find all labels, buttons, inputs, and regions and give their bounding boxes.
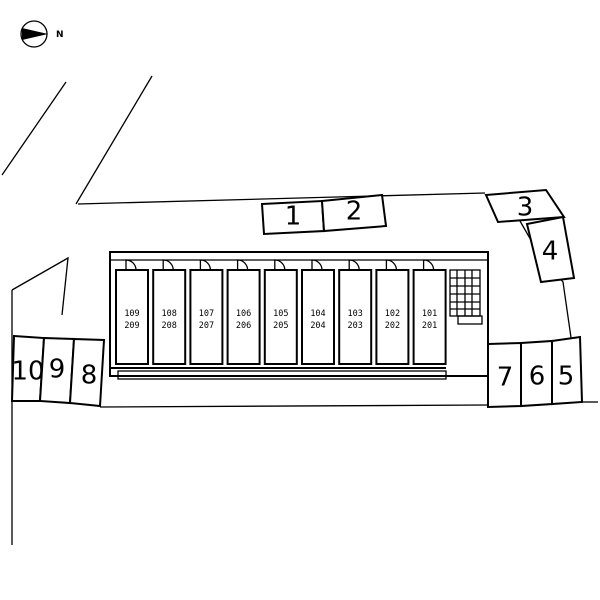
door-icon (422, 259, 435, 271)
svg-text:7: 7 (497, 363, 514, 393)
door-icon (162, 259, 174, 271)
site-boundary (77, 192, 486, 205)
door-icon (125, 259, 137, 271)
unit-number-upper: 207 (199, 321, 214, 331)
svg-text:8: 8 (81, 361, 98, 391)
parking-space-6: 6 (520, 339, 553, 408)
parking-space-8: 8 (68, 337, 106, 408)
door-icon (236, 259, 249, 271)
svg-text:4: 4 (542, 237, 559, 267)
door-icon (311, 259, 323, 271)
parking-space-1: 1 (260, 199, 326, 236)
door-icon (199, 259, 212, 271)
road-line (1, 81, 67, 176)
unit-number-ground: 102 (385, 309, 400, 319)
svg-text:5: 5 (558, 362, 575, 392)
door-icon (348, 259, 360, 271)
unit-number-upper: 206 (236, 321, 251, 331)
parking-space-9: 9 (38, 336, 76, 405)
unit-number-ground: 108 (162, 309, 177, 319)
parking-space-4: 4 (525, 215, 576, 284)
unit-number-ground: 107 (199, 309, 214, 319)
door-icon (385, 259, 398, 271)
svg-text:10: 10 (11, 357, 44, 387)
svg-text:1: 1 (285, 202, 302, 232)
unit-number-upper: 208 (162, 321, 177, 331)
unit-number-upper: 201 (422, 321, 437, 331)
unit-number-ground: 106 (236, 309, 251, 319)
unit-number-ground: 105 (273, 309, 288, 319)
parking-space-5: 5 (551, 335, 584, 406)
road-line (75, 75, 153, 205)
unit-number-upper: 209 (124, 321, 139, 331)
unit-number-upper: 202 (385, 321, 400, 331)
unit-number-ground: 109 (124, 309, 139, 319)
unit-number-ground: 103 (348, 309, 363, 319)
parking-space-3: 3 (484, 188, 566, 224)
svg-text:9: 9 (49, 355, 66, 385)
unit-number-ground: 104 (310, 309, 325, 319)
staircase-icon (449, 269, 483, 325)
svg-text:3: 3 (517, 193, 534, 223)
unit-number-ground: 101 (422, 309, 437, 319)
parking-space-10: 10 (10, 334, 46, 402)
unit-number-upper: 205 (273, 321, 288, 331)
site-boundary (11, 256, 69, 316)
door-icon (274, 259, 286, 271)
north-arrow-icon: N (20, 20, 64, 48)
site-boundary (99, 404, 488, 408)
unit-number-upper: 204 (310, 321, 325, 331)
apartment-building: 1092091082081072071062061052051042041032… (109, 251, 489, 380)
parking-space-2: 2 (320, 193, 388, 233)
north-label: N (56, 30, 64, 40)
svg-text:2: 2 (346, 197, 363, 227)
svg-text:6: 6 (529, 362, 546, 392)
unit-number-upper: 203 (348, 321, 363, 331)
parking-space-7: 7 (487, 341, 522, 409)
